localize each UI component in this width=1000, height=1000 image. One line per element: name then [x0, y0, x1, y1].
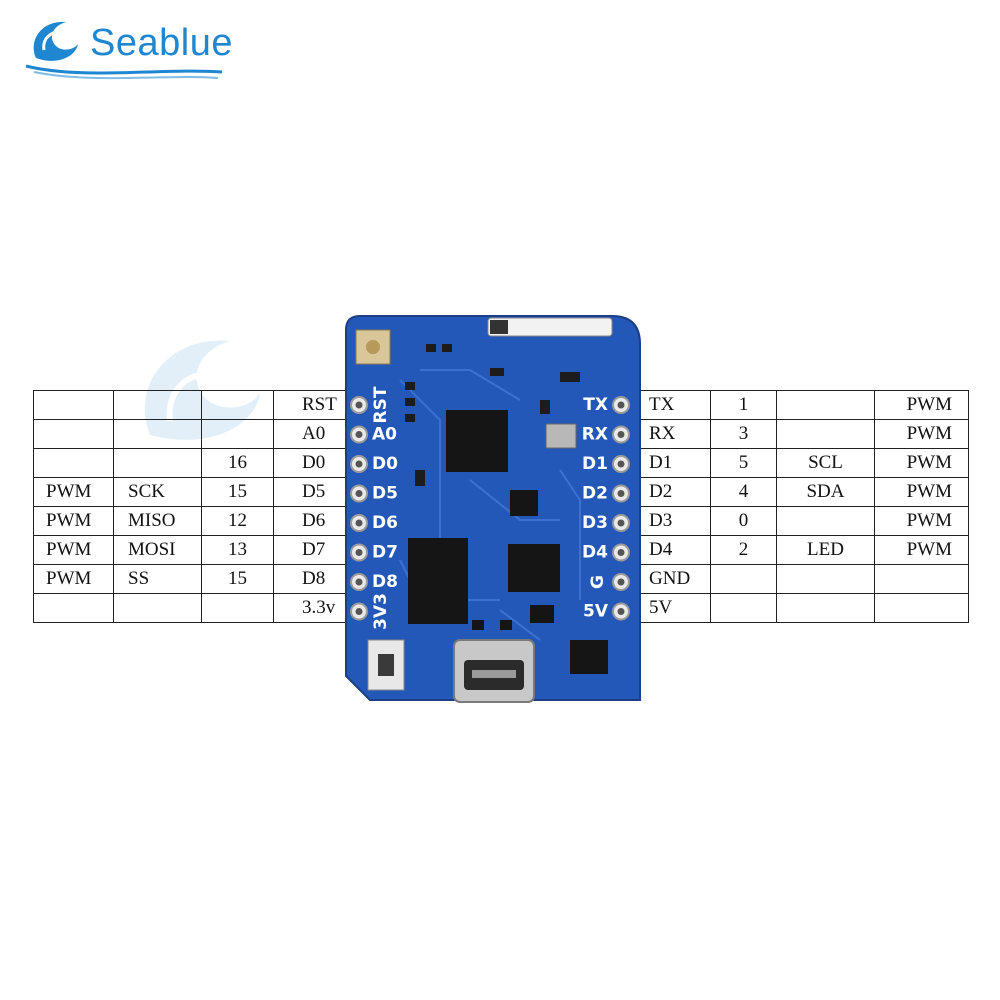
- silkscreen-label: D5: [372, 484, 398, 504]
- pwm-cell: PWM: [33, 506, 114, 536]
- pin-hole: [617, 519, 625, 527]
- function-cell: [776, 593, 875, 623]
- spi-function-cell: [113, 593, 202, 623]
- pin-hole: [617, 578, 625, 586]
- spi-function-cell: MISO: [113, 506, 202, 536]
- pin-hole: [355, 578, 363, 586]
- pwm-cell: PWM: [874, 506, 969, 536]
- silkscreen-label: A0: [372, 425, 397, 445]
- wave-logo-icon: [25, 21, 223, 80]
- pin-label-cell: D4: [638, 535, 711, 565]
- pin-hole: [355, 549, 363, 556]
- pwm-cell: PWM: [874, 535, 969, 565]
- spi-function-cell: SS: [113, 564, 202, 594]
- pin-hole: [617, 549, 625, 556]
- mcu-chip: [446, 410, 508, 472]
- chip-antenna: [487, 317, 613, 337]
- function-cell: [776, 390, 875, 420]
- pin-hole: [617, 608, 625, 615]
- gpio-number-cell: 15: [201, 477, 274, 507]
- gpio-number-cell: 13: [201, 535, 274, 565]
- pwm-cell: PWM: [874, 477, 969, 507]
- silkscreen-label: D1: [582, 454, 608, 474]
- pin-hole: [355, 519, 363, 527]
- flash-chip: [408, 538, 468, 624]
- gpio-number-cell: 16: [201, 448, 274, 478]
- silkscreen-label: 5V: [583, 602, 609, 622]
- pwm-cell: [874, 593, 969, 623]
- silkscreen-label: D4: [582, 543, 608, 563]
- pwm-cell: PWM: [874, 390, 969, 420]
- silkscreen-label: D0: [372, 454, 398, 474]
- pin-hole: [617, 431, 625, 438]
- pin-hole: [617, 401, 625, 409]
- silkscreen-label: RST: [371, 386, 391, 423]
- pin-label-cell: GND: [638, 564, 711, 594]
- gpio-number-cell: 3: [710, 419, 777, 449]
- pin-hole: [617, 460, 625, 468]
- pwm-cell: [874, 564, 969, 594]
- silkscreen-label: D3: [582, 513, 608, 533]
- table-row: GND: [638, 564, 969, 594]
- silkscreen-label: 3V3: [371, 593, 391, 630]
- gpio-number-cell: [710, 593, 777, 623]
- pin-hole: [355, 460, 363, 468]
- pin-hole: [355, 401, 363, 409]
- pin-hole: [617, 490, 625, 497]
- silkscreen-label: D2: [582, 484, 608, 504]
- seablue-logo: Seablue: [22, 10, 232, 80]
- brand-name: Seablue: [90, 22, 233, 64]
- usb-serial-chip: [508, 544, 560, 592]
- silkscreen-label: D6: [372, 513, 398, 533]
- pwm-cell: [33, 593, 114, 623]
- pwm-cell: PWM: [33, 477, 114, 507]
- crystal: [545, 423, 577, 449]
- function-cell: SDA: [776, 477, 875, 507]
- function-cell: SCL: [776, 448, 875, 478]
- silkscreen-label: D7: [372, 543, 398, 563]
- spi-function-cell: [113, 419, 202, 449]
- pin-label-cell: TX: [638, 390, 711, 420]
- pin-hole: [355, 431, 363, 438]
- pwm-cell: PWM: [33, 564, 114, 594]
- gpio-number-cell: [710, 564, 777, 594]
- silkscreen-label: G: [588, 575, 608, 589]
- pwm-cell: PWM: [33, 535, 114, 565]
- silkscreen-label: TX: [583, 395, 608, 415]
- pwm-cell: PWM: [874, 419, 969, 449]
- table-row: 5V: [638, 593, 969, 623]
- gpio-number-cell: 5: [710, 448, 777, 478]
- silkscreen-label: D8: [372, 572, 398, 592]
- function-cell: LED: [776, 535, 875, 565]
- pin-hole: [355, 490, 363, 497]
- pin-label-cell: 5V: [638, 593, 711, 623]
- silkscreen-label: RX: [582, 425, 608, 445]
- gpio-number-cell: [201, 419, 274, 449]
- pin-hole: [355, 608, 363, 615]
